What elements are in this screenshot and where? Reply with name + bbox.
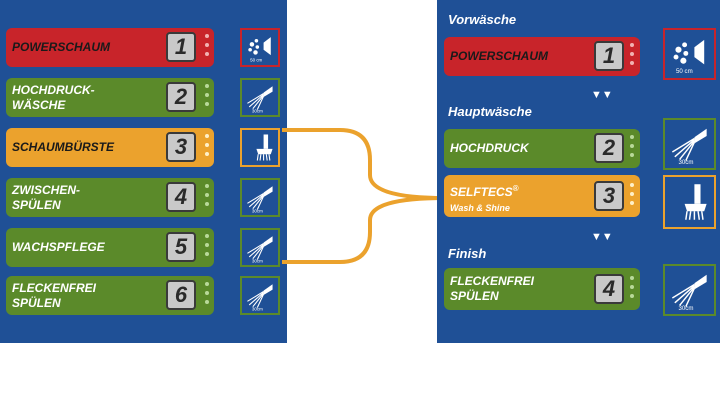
- program-label: SELFTECS: [450, 185, 513, 199]
- brush-icon: [240, 128, 280, 167]
- svg-text:30cm: 30cm: [678, 305, 693, 312]
- program-label: POWERSCHAUM: [450, 49, 548, 63]
- program-label: HOCHDRUCK- WÄSCHE: [12, 82, 95, 112]
- indicator-dots: [205, 84, 209, 111]
- program-label-group: SELFTECS® Wash & Shine: [450, 181, 519, 216]
- program-label: POWERSCHAUM: [12, 40, 110, 54]
- program-number: 5: [166, 232, 196, 262]
- program-row-selftecs: SELFTECS® Wash & Shine 3: [444, 175, 640, 217]
- merge-bracket-connector: [282, 128, 446, 264]
- program-row-fleckenfrei: FLECKENFREI SPÜLEN 6: [6, 276, 214, 315]
- program-number: 3: [594, 181, 624, 211]
- svg-text:30cm: 30cm: [252, 258, 263, 263]
- spray-nozzle-icon: 30cm: [663, 118, 716, 170]
- program-number: 1: [166, 32, 196, 62]
- svg-text:30cm: 30cm: [678, 159, 693, 166]
- program-label: ZWISCHEN- SPÜLEN: [12, 182, 80, 212]
- program-label: WACHSPFLEGE: [12, 240, 105, 254]
- indicator-dots: [630, 135, 634, 162]
- program-row-zwischenspuelen: ZWISCHEN- SPÜLEN 4: [6, 178, 214, 217]
- indicator-dots: [205, 234, 209, 261]
- program-row-fleckenfrei: FLECKENFREI SPÜLEN 4: [444, 268, 640, 310]
- svg-text:50 cm: 50 cm: [250, 57, 262, 62]
- section-heading-finish: Finish: [448, 246, 487, 261]
- spray-nozzle-icon: 30cm: [240, 228, 280, 267]
- program-number: 2: [166, 82, 196, 112]
- indicator-dots: [205, 134, 209, 161]
- program-row-hochdruckwaesche: HOCHDRUCK- WÄSCHE 2: [6, 78, 214, 117]
- program-number: 6: [166, 280, 196, 310]
- program-number: 4: [594, 274, 624, 304]
- left-program-panel: POWERSCHAUM 1 50 cm HOCHDRUCK- WÄSCHE 2 …: [0, 0, 287, 343]
- foam-nozzle-icon: 50 cm: [663, 28, 716, 80]
- program-row-hochdruck: HOCHDRUCK 2: [444, 129, 640, 168]
- program-label: FLECKENFREI SPÜLEN: [12, 280, 96, 310]
- svg-text:30cm: 30cm: [252, 108, 263, 113]
- program-label: FLECKENFREI SPÜLEN: [450, 274, 534, 303]
- program-number: 4: [166, 182, 196, 212]
- program-number: 2: [594, 133, 624, 163]
- svg-text:50 cm: 50 cm: [676, 68, 693, 75]
- flow-arrow-down-icon: ▼▼: [591, 89, 613, 101]
- svg-text:30cm: 30cm: [252, 208, 263, 213]
- spray-nozzle-icon: 30cm: [663, 264, 716, 316]
- indicator-dots: [630, 276, 634, 303]
- svg-text:30cm: 30cm: [252, 306, 263, 311]
- program-row-schaumbuerste: SCHAUMBÜRSTE 3: [6, 128, 214, 167]
- spray-nozzle-icon: 30cm: [240, 276, 280, 315]
- foam-nozzle-icon: 50 cm: [240, 28, 280, 67]
- spray-nozzle-icon: 30cm: [240, 178, 280, 217]
- program-label: SCHAUMBÜRSTE: [12, 140, 114, 154]
- spray-nozzle-icon: 30cm: [240, 78, 280, 117]
- section-heading-vorwaesche: Vorwäsche: [448, 12, 517, 27]
- program-subtitle: Wash & Shine: [450, 203, 510, 213]
- indicator-dots: [205, 34, 209, 61]
- program-number: 1: [594, 41, 624, 71]
- registered-mark: ®: [512, 184, 519, 193]
- program-number: 3: [166, 132, 196, 162]
- section-heading-hauptwaesche: Hauptwäsche: [448, 104, 532, 119]
- program-row-wachspflege: WACHSPFLEGE 5: [6, 228, 214, 267]
- brush-icon: [663, 175, 716, 229]
- indicator-dots: [630, 43, 634, 70]
- program-row-powerschaum: POWERSCHAUM 1: [444, 37, 640, 76]
- program-label: HOCHDRUCK: [450, 141, 529, 155]
- indicator-dots: [205, 282, 209, 309]
- indicator-dots: [630, 183, 634, 210]
- flow-arrow-down-icon: ▼▼: [591, 231, 613, 243]
- indicator-dots: [205, 184, 209, 211]
- program-row-powerschaum: POWERSCHAUM 1: [6, 28, 214, 67]
